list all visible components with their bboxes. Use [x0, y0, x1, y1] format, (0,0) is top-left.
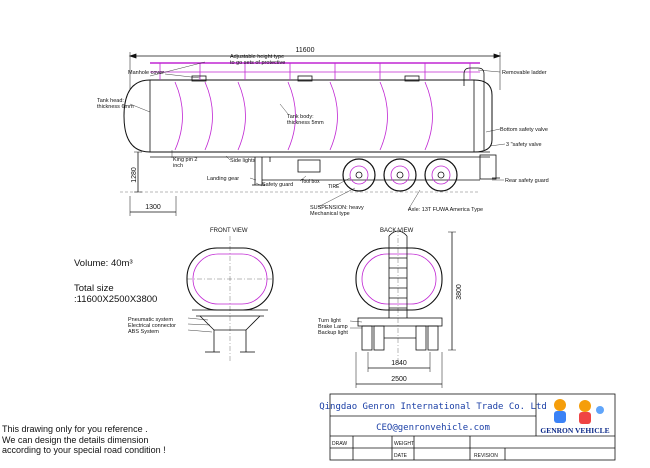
label-mechanical-type: Mechanical type: [310, 211, 350, 217]
label-king-pin: King pin 2: [173, 157, 197, 163]
disclaimer-line-1: This drawing only for you reference .: [2, 424, 148, 434]
label-electrical-connector: Electrical connector: [128, 323, 176, 329]
label-rear-safety-guard: Rear safety guard: [505, 178, 549, 184]
label-tank-head: Tank head:: [97, 98, 124, 104]
label-weight: WEIGHT: [394, 441, 414, 447]
label-back-view: BACK VIEW: [380, 228, 414, 234]
label-tire: TIRE: [328, 184, 340, 190]
volume-label: Volume: 40m³: [74, 258, 133, 269]
label-bottom-safety-valve: Bottom safety valve: [500, 127, 548, 133]
disclaimer-line-2: We can design the details dimension: [2, 434, 149, 445]
side-view: [120, 52, 506, 216]
label-turn-light: Turn light: [318, 318, 341, 324]
label-side-lights: Side lights: [230, 158, 256, 164]
dim-back-height: 3800: [456, 284, 463, 300]
genron-logo: GENRON VEHICLE: [540, 399, 610, 435]
label-draw: DRAW: [332, 441, 347, 447]
front-view: [186, 236, 274, 362]
label-pneumatic-system: Pneumatic system: [128, 317, 173, 323]
dim-overall-length: 11600: [296, 47, 315, 54]
label-to-go-sets: to go sets of protective: [230, 60, 285, 66]
label-axle: Axle: 13T FUWA America Type: [408, 207, 483, 213]
label-safety-guard: Safety guard: [262, 182, 293, 188]
dim-overall-width: 2500: [391, 376, 407, 383]
label-suspension: SUSPENSION: heavy: [310, 205, 364, 211]
label-tank-body-thickness: thickness 5mm: [287, 120, 324, 126]
label-inch: inch: [173, 163, 183, 169]
label-revision: REVISION: [474, 453, 498, 459]
dim-rear-offset: 1300: [145, 204, 161, 211]
label-landing-gear: Landing gear: [207, 176, 239, 182]
back-view: [349, 228, 456, 388]
label-removable-ladder: Removable ladder: [502, 70, 547, 76]
dim-front-height: 1280: [131, 167, 138, 183]
label-front-view: FRONT VIEW: [210, 228, 248, 234]
dim-wheel-track: 1840: [391, 360, 407, 367]
logo-text: GENRON VEHICLE: [540, 426, 609, 435]
label-tool-box: Tool box: [301, 179, 320, 185]
label-date: DATE: [394, 453, 408, 459]
total-size-label: Total size: [74, 283, 114, 294]
label-manhole-cover: Manhole cover: [128, 70, 164, 76]
label-tank-body: Tank body:: [287, 114, 314, 120]
label-backup-light: Backup light: [318, 330, 348, 336]
title-block: [329, 393, 616, 461]
company-email: CEO@genronvehicle.com: [376, 423, 490, 433]
label-tank-head-thickness: thickness 6mm: [97, 104, 134, 110]
disclaimer-line-3: according to your special road condition…: [2, 445, 166, 455]
label-adjustable-height: Adjustable height type: [230, 54, 284, 60]
company-name: Qingdao Genron International Trade Co. L…: [319, 402, 547, 412]
label-abs-system: ABS System: [128, 329, 159, 335]
label-brake-lamp: Brake Lamp: [318, 324, 348, 330]
total-size-value: :11600X2500X3800: [74, 294, 158, 305]
label-safety-valve-3: 3 "safety valve: [506, 142, 542, 148]
disclaimer-note: This drawing only for you reference . We…: [2, 424, 166, 456]
